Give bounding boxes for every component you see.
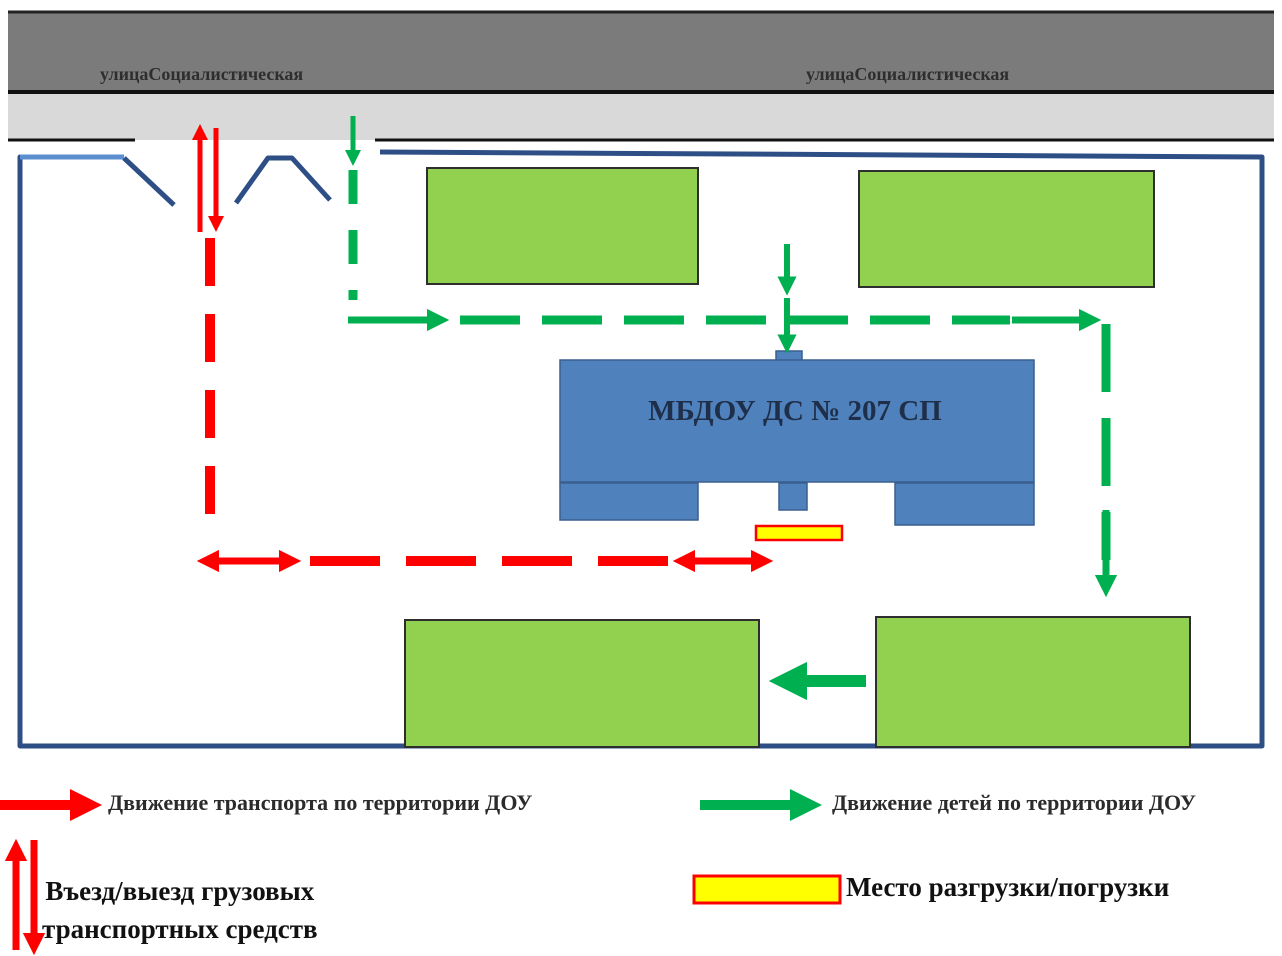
legend-entry-text: Въезд/выезд грузовых транспортных средст… (42, 872, 318, 948)
street: улицаСоциалистическая улицаСоциалистичес… (8, 10, 1274, 142)
legend-unload-swatch (692, 874, 842, 905)
legend-entry-line2: транспортных средств (42, 914, 318, 944)
building-entrance-bottom (778, 482, 808, 511)
main-building: МБДОУ ДС № 207 СП (559, 350, 1035, 526)
building-wing-left (559, 482, 699, 521)
legend-symbols (0, 788, 842, 956)
green-area-bottom-left (404, 619, 760, 748)
street-label-left: улицаСоциалистическая (100, 64, 303, 84)
unload-zone (754, 524, 844, 542)
green-area-top-right (858, 170, 1155, 288)
street-label-right: улицаСоциалистическая (806, 64, 1009, 84)
legend-transport-text: Движение транспорта по территории ДОУ (108, 790, 533, 815)
legend-entry-line1: Въезд/выезд грузовых (45, 876, 315, 906)
sidewalk (8, 94, 1274, 140)
legend-children-text: Движение детей по территории ДОУ (832, 790, 1197, 815)
children-path (344, 116, 1118, 701)
transport-path (191, 123, 774, 573)
road (8, 12, 1274, 92)
green-area-bottom-right (875, 616, 1191, 748)
gate-right-wing (233, 155, 332, 205)
gate-left-wing (122, 156, 176, 207)
legend-unload-text: Место разгрузки/погрузки (846, 872, 1170, 902)
green-area-top-left (426, 167, 699, 285)
building-main-block (559, 359, 1035, 483)
green-areas (404, 167, 1191, 748)
building-wing-right (894, 482, 1035, 526)
building-label: МБДОУ ДС № 207 СП (648, 395, 942, 427)
